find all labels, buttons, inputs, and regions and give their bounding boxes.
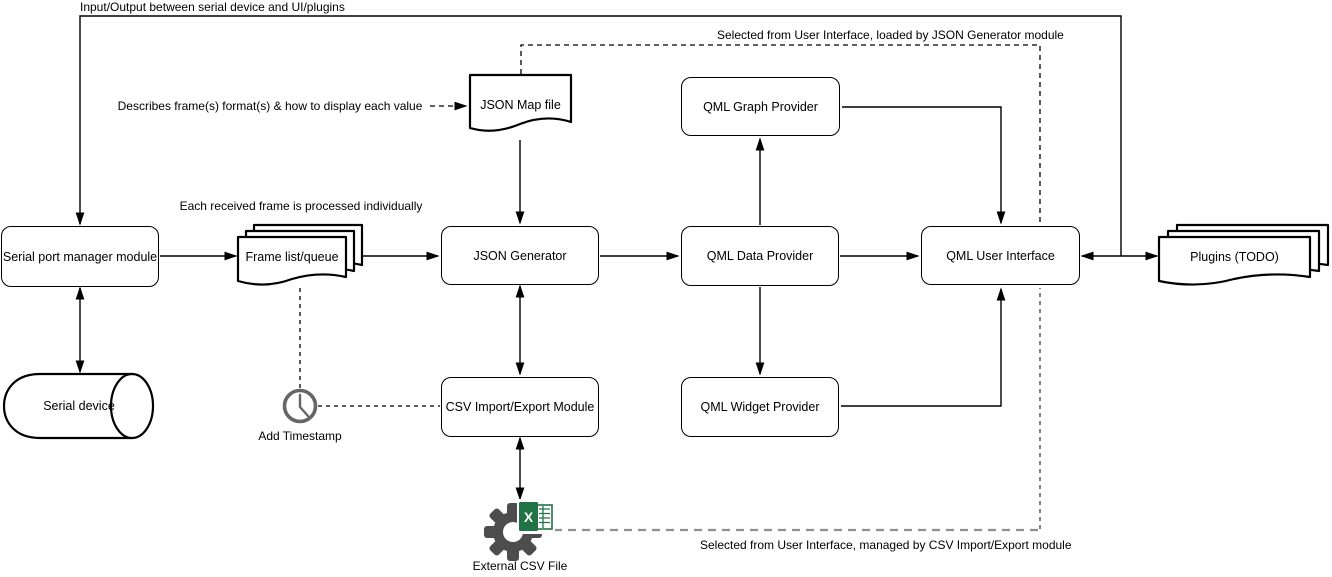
edge-widgetprovider-to-ui (841, 287, 1006, 407)
node-serial-device-label: Serial device (43, 399, 115, 413)
node-json-map-file-label: JSON Map file (480, 98, 561, 112)
annotation-describes: Describes frame(s) format(s) & how to di… (117, 99, 423, 113)
framelist-stack-shape (236, 223, 364, 286)
node-plugins-label: Plugins (TODO) (1190, 250, 1279, 264)
clock-icon (282, 388, 318, 424)
annotation-io-note: Input/Output between serial device and U… (80, 0, 345, 14)
annotation-selected-json: Selected from User Interface, loaded by … (717, 28, 1064, 42)
excel-icon: X (517, 499, 555, 534)
annotation-frame-note: Each received frame is processed individ… (179, 199, 423, 213)
node-json-generator: JSON Generator (441, 226, 599, 285)
node-qml-graph-provider: QML Graph Provider (681, 77, 840, 136)
annotation-external-csv: External CSV File (472, 559, 568, 573)
excel-letter: X (524, 509, 534, 525)
edge-jsonmap-selected-from-ui (520, 44, 1041, 225)
node-csv-import-export: CSV Import/Export Module (441, 377, 599, 437)
node-qml-data-provider: QML Data Provider (681, 226, 839, 286)
edge-io-serial-to-ui (75, 15, 1122, 256)
annotation-add-timestamp: Add Timestamp (258, 429, 342, 443)
node-qml-widget-provider: QML Widget Provider (681, 377, 839, 437)
edge-graphprovider-to-ui (842, 106, 1006, 225)
node-qml-user-interface: QML User Interface (921, 226, 1080, 285)
annotation-selected-csv: Selected from User Interface, managed by… (700, 538, 1072, 552)
node-serial-port-manager: Serial port manager module (1, 226, 159, 287)
jsonmap-document-shape (468, 73, 573, 132)
plugins-stack-shape (1157, 223, 1330, 286)
node-frame-list-label: Frame list/queue (245, 250, 339, 264)
serialdevice-cylinder-shape (2, 372, 155, 440)
